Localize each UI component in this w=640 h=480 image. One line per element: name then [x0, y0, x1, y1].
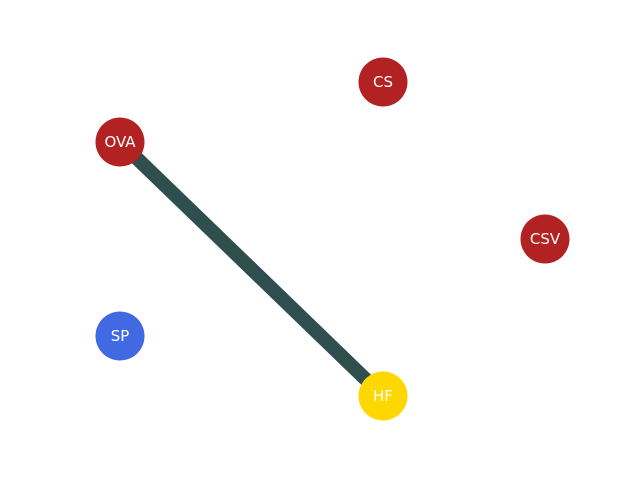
node-csv: CSV: [520, 214, 570, 264]
nodes-layer: OVA CS CSV SP HF: [95, 57, 570, 421]
edge-ova-hf: [115, 136, 388, 402]
node-circle-sp: [95, 311, 145, 361]
node-circle-csv: [520, 214, 570, 264]
node-label-ova: OVA: [104, 133, 136, 151]
node-cs: CS: [358, 57, 408, 107]
node-label-sp: SP: [111, 327, 130, 345]
edges-layer: [115, 136, 388, 402]
node-label-csv: CSV: [530, 230, 561, 248]
node-ova: OVA: [95, 117, 145, 167]
node-hf: HF: [358, 371, 408, 421]
node-circle-cs: [358, 57, 408, 107]
node-circle-hf: [358, 371, 408, 421]
node-circle-ova: [95, 117, 145, 167]
node-label-cs: CS: [373, 73, 393, 91]
node-sp: SP: [95, 311, 145, 361]
node-label-hf: HF: [373, 387, 393, 405]
